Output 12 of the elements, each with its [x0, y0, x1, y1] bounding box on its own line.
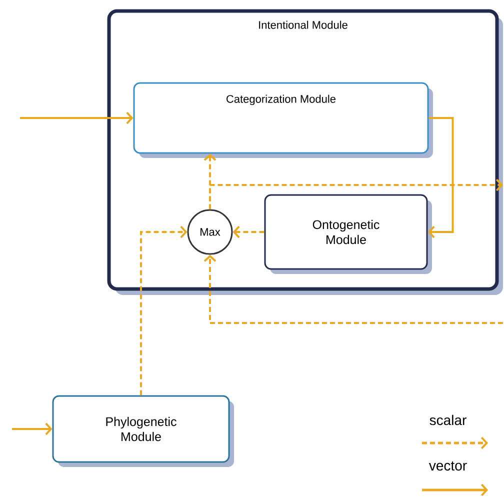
- arrow: [428, 117, 454, 238]
- module-box: Phylogenetic Module: [52, 395, 234, 467]
- arrow: [204, 254, 503, 324]
- arrow: [140, 226, 188, 396]
- arrow: [20, 112, 134, 124]
- arrow: [232, 226, 264, 238]
- arrow: [12, 422, 52, 436]
- legend-label: scalar: [430, 414, 466, 426]
- module-box: Categorization Module: [133, 82, 433, 158]
- arrow: [209, 178, 503, 210]
- module-box: Ontogenetic Module: [264, 194, 432, 274]
- legend-label: vector: [428, 461, 467, 471]
